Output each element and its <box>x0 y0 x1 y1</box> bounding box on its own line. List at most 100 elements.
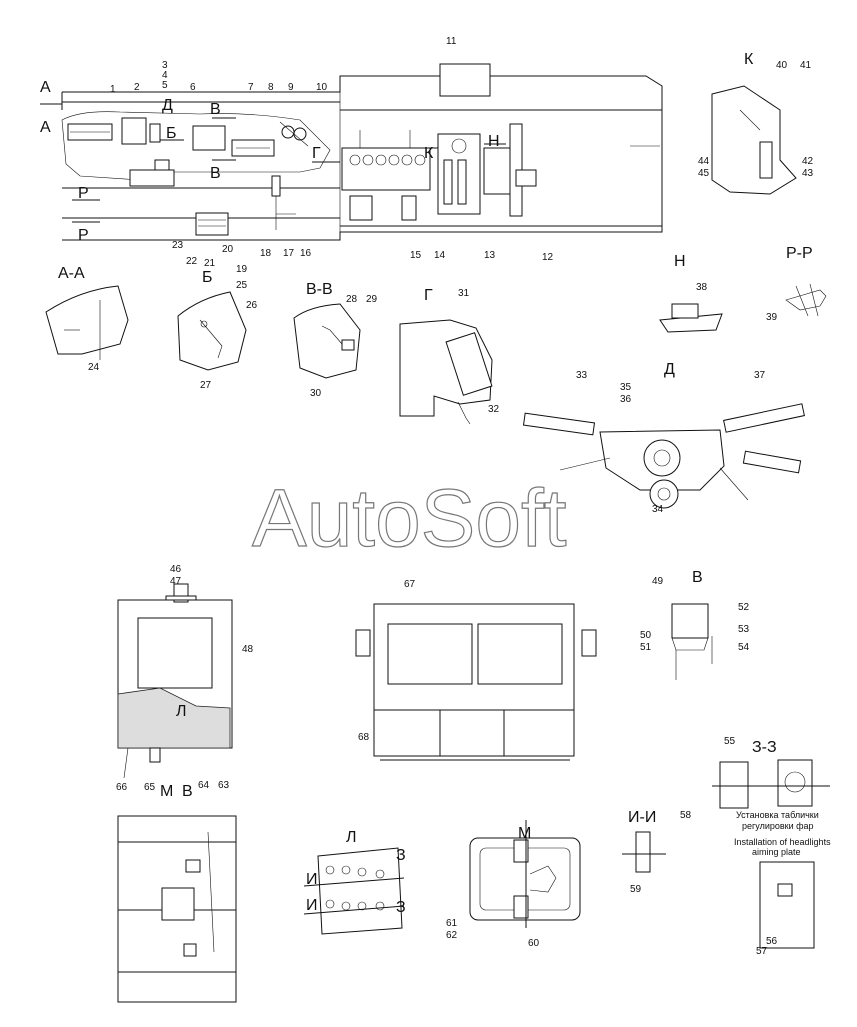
callout-12: 12 <box>542 252 554 263</box>
callout-36: 36 <box>620 394 632 405</box>
callout-4: 4 <box>162 70 168 81</box>
title-section-b: Б <box>202 269 213 286</box>
callout-42: 42 <box>802 156 814 167</box>
callout-40: 40 <box>776 60 788 71</box>
callout-25: 25 <box>236 280 248 291</box>
callout-55: 55 <box>724 736 736 747</box>
callout-24: 24 <box>88 362 100 373</box>
callout-41: 41 <box>800 60 812 71</box>
label-r-bottom: Р <box>78 227 89 244</box>
callout-39: 39 <box>766 312 778 323</box>
callout-51: 51 <box>640 642 652 653</box>
section-rr <box>785 283 827 317</box>
callout-44: 44 <box>698 156 710 167</box>
view-n <box>659 303 723 333</box>
callout-60: 60 <box>528 938 540 949</box>
callout-31: 31 <box>458 288 470 299</box>
callout-38: 38 <box>696 282 708 293</box>
callout-22: 22 <box>186 256 198 267</box>
callout-30: 30 <box>310 388 322 399</box>
callout-21: 21 <box>204 258 216 269</box>
caption-ru-line1: Установка таблички <box>736 810 819 820</box>
plate-install-detail <box>759 861 815 949</box>
section-ii <box>622 831 666 873</box>
section-labels: А А Д Б В В Г К Н Р Р К А-А Б В-В Г Н Р-… <box>40 51 813 916</box>
callout-16: 16 <box>300 248 312 259</box>
label-v-bottom: В <box>210 165 221 182</box>
cab-rear-view <box>117 815 237 1003</box>
caption-ru-line2: регулировки фар <box>742 821 814 831</box>
title-section-vv: В-В <box>306 281 333 298</box>
callout-48: 48 <box>242 644 254 655</box>
callout-9: 9 <box>288 82 294 93</box>
callout-13: 13 <box>484 250 496 261</box>
callout-37: 37 <box>754 370 766 381</box>
callout-47: 47 <box>170 576 182 587</box>
label-l-marker: Л <box>176 703 187 720</box>
callout-68: 68 <box>358 732 370 743</box>
title-section-ii: И-И <box>628 809 656 826</box>
caption-en-line2: aiming plate <box>752 847 801 857</box>
callout-45: 45 <box>698 168 710 179</box>
title-view-v: В <box>692 569 703 586</box>
callout-50: 50 <box>640 630 652 641</box>
callout-53: 53 <box>738 624 750 635</box>
section-vv <box>293 303 361 379</box>
callout-17: 17 <box>283 248 295 259</box>
callout-6: 6 <box>190 82 196 93</box>
label-b-main: Б <box>166 125 177 142</box>
cab-front-view <box>355 603 597 761</box>
title-view-d: Д <box>664 361 675 378</box>
title-section-g: Г <box>424 287 433 304</box>
callout-62: 62 <box>446 930 458 941</box>
label-g-main: Г <box>312 145 321 162</box>
callout-8: 8 <box>268 82 274 93</box>
title-section-rr: Р-Р <box>786 245 813 262</box>
callout-61: 61 <box>446 918 458 929</box>
callout-19: 19 <box>236 264 248 275</box>
view-v <box>671 603 713 680</box>
title-view-n: Н <box>674 253 686 270</box>
section-aa <box>45 285 129 360</box>
callout-56: 56 <box>766 936 778 947</box>
callout-57: 57 <box>756 946 768 957</box>
title-view-k: К <box>744 51 754 68</box>
callout-35: 35 <box>620 382 632 393</box>
watermark: AutoSoft <box>252 473 567 564</box>
callout-29: 29 <box>366 294 378 305</box>
callout-65: 65 <box>144 782 156 793</box>
callout-63: 63 <box>218 780 230 791</box>
label-m-marker: М <box>160 783 173 800</box>
callout-15: 15 <box>410 250 422 261</box>
callout-10: 10 <box>316 82 328 93</box>
callout-11: 11 <box>446 36 457 47</box>
title-section-zz: З-З <box>752 739 777 756</box>
section-g <box>399 319 493 425</box>
callout-66: 66 <box>116 782 128 793</box>
callout-27: 27 <box>200 380 212 391</box>
callout-2: 2 <box>134 82 140 93</box>
label-z-bottom: З <box>396 899 406 916</box>
main-cab-view <box>40 63 663 241</box>
title-view-l: Л <box>346 829 357 846</box>
label-a-bottom: А <box>40 119 51 136</box>
view-l <box>303 847 405 935</box>
label-k-main: К <box>424 145 434 162</box>
label-r-top: Р <box>78 185 89 202</box>
view-d <box>522 403 805 509</box>
label-d-main: Д <box>162 97 173 114</box>
label-v-marker: В <box>182 783 193 800</box>
label-z-top: З <box>396 847 406 864</box>
callout-14: 14 <box>434 250 446 261</box>
callout-59: 59 <box>630 884 642 895</box>
callout-33: 33 <box>576 370 588 381</box>
label-i-bottom: И <box>306 897 318 914</box>
section-zz <box>712 759 830 809</box>
callout-3: 3 <box>162 60 168 71</box>
title-section-aa: А-А <box>58 265 85 282</box>
label-n-main: Н <box>488 133 500 150</box>
caption-en-line1: Installation of headlights <box>734 837 831 847</box>
plate-caption: Установка таблички регулировки фар Insta… <box>734 810 831 857</box>
callout-46: 46 <box>170 564 182 575</box>
